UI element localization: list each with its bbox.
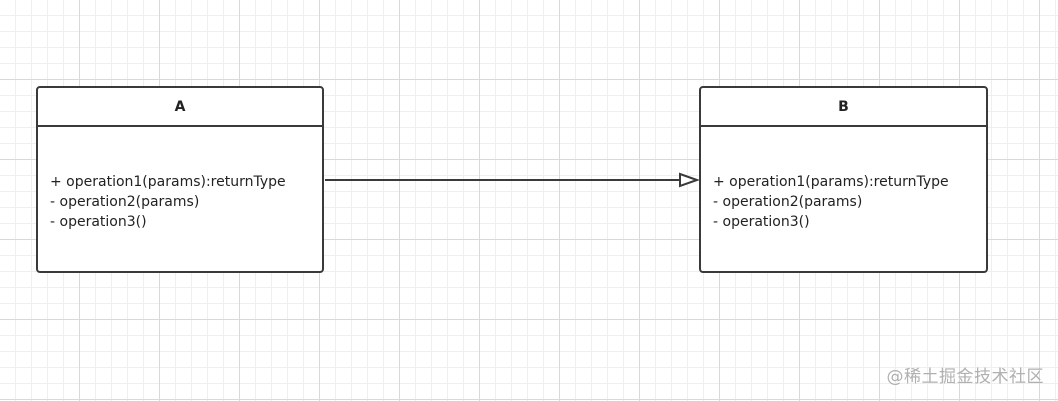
class-name-b: B [701,88,986,127]
operation-a-1: + operation1(params):returnType [50,174,286,190]
watermark: @稀土掘金技术社区 [886,367,1044,387]
operation-b-3: - operation3() [713,214,810,230]
operation-b-1: + operation1(params):returnType [713,174,949,190]
hollow-triangle-arrowhead-icon [679,172,701,188]
operations-compartment-a: + operation1(params):returnType - operat… [50,172,316,232]
operation-b-2: - operation2(params) [713,194,863,210]
class-name-a: A [38,88,322,127]
operation-a-2: - operation2(params) [50,194,200,210]
operations-compartment-b: + operation1(params):returnType - operat… [713,172,980,232]
uml-class-a[interactable]: A + operation1(params):returnType - oper… [36,86,324,273]
operation-a-3: - operation3() [50,214,147,230]
uml-class-b[interactable]: B + operation1(params):returnType - oper… [699,86,988,273]
